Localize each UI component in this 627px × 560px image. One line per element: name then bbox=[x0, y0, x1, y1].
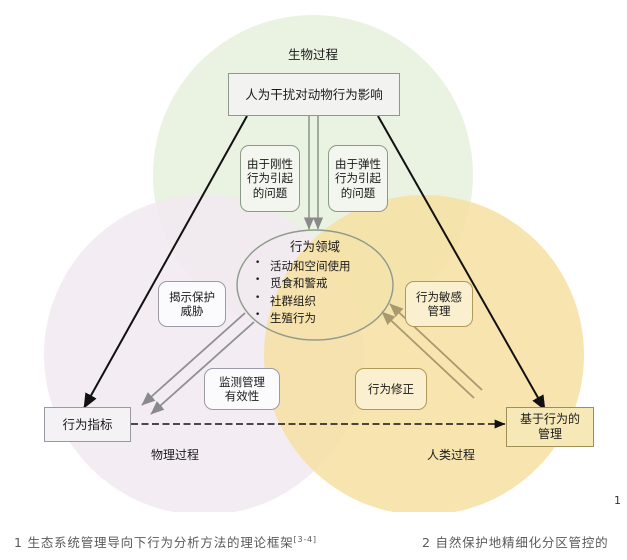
node-behavior-sensitive-management[interactable]: 行为敏感 管理 bbox=[405, 281, 473, 327]
arrow-top-to-indicator bbox=[83, 115, 248, 409]
behavior-domain-ellipse bbox=[236, 229, 394, 341]
label-biological-process: 生物过程 bbox=[287, 47, 338, 62]
node-rigid-behavior-problem[interactable]: 由于刚性 行为引起 的问题 bbox=[240, 145, 300, 212]
node-monitor-management-effectiveness[interactable]: 监测管理 有效性 bbox=[204, 368, 280, 410]
node-elastic-behavior-problem[interactable]: 由于弹性 行为引起 的问题 bbox=[328, 145, 388, 212]
list-item: 生殖行为 bbox=[255, 309, 351, 327]
ellipse-title: 行为领域 bbox=[289, 239, 340, 254]
list-item: 觅食和警戒 bbox=[255, 274, 351, 292]
label-physical-process: 物理过程 bbox=[150, 448, 199, 462]
list-item: 社群组织 bbox=[255, 291, 351, 310]
node-behavior-indicator[interactable]: 行为指标 bbox=[44, 407, 131, 442]
page-number: 1 bbox=[614, 494, 621, 507]
caption-row: 1 生态系统管理导向下行为分析方法的理论框架[3-4] 2 自然保护地精细化分区… bbox=[0, 516, 627, 560]
caption-left-text: 1 生态系统管理导向下行为分析方法的理论框架 bbox=[14, 535, 294, 550]
caption-left: 1 生态系统管理导向下行为分析方法的理论框架[3-4] bbox=[14, 532, 317, 551]
ellipse-bullet-list: 活动和空间使用 觅食和警戒 社群组织 生殖行为 bbox=[255, 257, 351, 327]
arrow-based-mgmt-to-domain-a bbox=[381, 311, 475, 399]
arrow-domain-to-indicator-a bbox=[141, 312, 246, 406]
list-item: 活动和空间使用 bbox=[255, 257, 351, 275]
caption-left-reference: [3-4] bbox=[293, 534, 317, 544]
node-human-disturbance-effect[interactable]: 人为干扰对动物行为影响 bbox=[228, 73, 400, 116]
arrow-top-to-based-mgmt bbox=[377, 115, 546, 411]
caption-right: 2 自然保护地精细化分区管控的 bbox=[422, 535, 609, 550]
figure-canvas: 生物过程 物理过程 人类过程 人为干扰对动物行为影响 由于刚性 行为引起 的问题… bbox=[0, 0, 627, 512]
arrow-domain-to-indicator-b bbox=[150, 321, 255, 415]
node-reveal-conservation-threat[interactable]: 揭示保护 威胁 bbox=[158, 281, 226, 327]
label-human-process: 人类过程 bbox=[426, 448, 475, 462]
node-behavior-modification[interactable]: 行为修正 bbox=[355, 368, 427, 410]
node-behavior-based-management[interactable]: 基于行为的 管理 bbox=[506, 407, 594, 447]
